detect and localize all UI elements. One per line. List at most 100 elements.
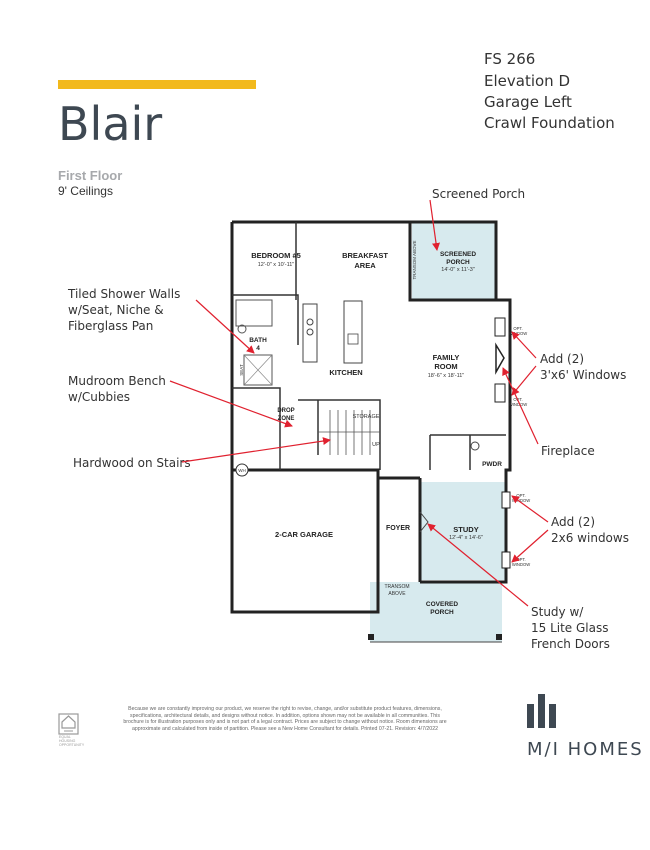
mi-homes-logo-icon xyxy=(527,694,556,728)
callout-line: French Doors xyxy=(531,637,610,651)
callout-study-windows: Add (2) 2x6 windows xyxy=(551,514,629,546)
opt-window-label: WINDOW xyxy=(512,498,530,503)
arrow-shower xyxy=(195,299,255,354)
room-bath-name: 4 xyxy=(256,345,260,352)
opt-window-label: OPT. xyxy=(516,493,525,498)
spec-line: Crawl Foundation xyxy=(484,114,615,132)
room-drop-zone-name: ZONE xyxy=(278,416,295,422)
room-breakfast-name: BREAKFAST xyxy=(342,251,388,260)
kitchen-island xyxy=(343,300,363,364)
disclaimer: Because we are constantly improving our … xyxy=(123,706,447,732)
arrow-screened-porch xyxy=(429,199,440,251)
arrow-mudroom xyxy=(169,380,293,428)
pwdr-toilet-icon xyxy=(470,441,480,451)
arrow-study-window xyxy=(511,495,549,523)
accent-bar xyxy=(58,80,256,89)
arrow-family-window xyxy=(511,365,537,396)
brand-name: M/I HOMES xyxy=(527,739,644,760)
spec-line: Elevation D xyxy=(484,72,570,90)
storage-label: STORAGE xyxy=(353,414,380,420)
spec-line: Garage Left xyxy=(484,93,572,111)
callout-arrows xyxy=(169,199,549,607)
covered-porch-fill xyxy=(370,582,502,642)
interior-walls xyxy=(232,222,506,470)
water-heater-label: WH xyxy=(238,468,246,473)
arrow-study-window xyxy=(511,529,549,563)
french-doors-icon xyxy=(419,511,429,533)
equal-housing-label: EQUAL HOUSING OPPORTUNITY xyxy=(59,735,85,747)
callout-line: 2x6 windows xyxy=(551,531,629,545)
callout-line: w/Cubbies xyxy=(68,390,131,404)
cooktop-burner-icon xyxy=(306,328,314,336)
arrow-study-doors xyxy=(427,523,529,607)
arrow-stairs xyxy=(181,437,331,463)
room-foyer-name: FOYER xyxy=(386,525,410,532)
room-breakfast-name: AREA xyxy=(354,261,376,270)
shower xyxy=(243,354,273,386)
callout-family-windows: Add (2) 3'x6' Windows xyxy=(540,351,626,383)
callout-line: Add (2) xyxy=(551,515,596,529)
callout-screened-porch: Screened Porch xyxy=(432,187,526,201)
opt-window-label: WINDOW xyxy=(509,402,527,407)
room-garage-name: 2-CAR GARAGE xyxy=(275,530,333,539)
arrow-family-window xyxy=(511,331,537,359)
cooktop-burner-icon xyxy=(306,318,314,326)
bath-vanity xyxy=(235,299,273,327)
toilet-icon xyxy=(237,324,247,334)
fireplace-icon xyxy=(495,342,505,375)
callout-line: Mudroom Bench xyxy=(68,374,166,388)
transom-above-label: TRANSOM ABOVE xyxy=(412,240,417,279)
room-screened-porch-name: PORCH xyxy=(446,259,470,266)
room-pwdr-name: PWDR xyxy=(482,461,502,468)
stairs-up-label: UP xyxy=(372,442,380,448)
opt-window-label: OPT. xyxy=(513,326,522,331)
sink-icon xyxy=(347,333,359,345)
opt-window xyxy=(501,551,511,569)
room-family-name: FAMILY xyxy=(433,353,460,362)
callout-fireplace: Fireplace xyxy=(541,444,595,458)
opt-window xyxy=(494,317,506,337)
opt-window-label: OPT. xyxy=(516,557,525,562)
callout-line: Fiberglass Pan xyxy=(68,319,154,333)
kitchen-counter xyxy=(302,303,318,363)
callout-line: Tiled Shower Walls xyxy=(68,287,181,301)
opt-window xyxy=(494,383,506,403)
floor-label: First Floor xyxy=(58,168,123,183)
water-heater-icon xyxy=(235,463,249,477)
opt-window-label: WINDOW xyxy=(509,331,527,336)
stairs xyxy=(318,410,380,455)
callout-line: Add (2) xyxy=(540,352,585,366)
room-family-name: ROOM xyxy=(434,362,457,371)
room-bedroom-name: BEDROOM #5 xyxy=(251,251,301,260)
room-study-name: STUDY xyxy=(453,525,478,534)
spec-line: FS 266 xyxy=(484,50,536,68)
callout-study-doors: Study w/ 15 Lite Glass French Doors xyxy=(531,604,610,652)
room-screened-porch-name: SCREENED xyxy=(440,251,476,258)
room-drop-zone-name: DROP xyxy=(277,408,294,414)
room-family-dims: 18'-6" x 18'-11" xyxy=(428,373,465,379)
room-study-dims: 12'-4" x 14'-6" xyxy=(449,535,483,541)
room-screened-porch-dims: 14'-0" x 11'-3" xyxy=(441,267,474,273)
transom-label: TRANSOM xyxy=(385,584,410,590)
porch-column xyxy=(368,634,374,640)
room-covered-porch-name: COVERED xyxy=(426,601,458,608)
plan-title: Blair xyxy=(58,97,163,151)
room-bedroom-dims: 12'-0" x 10'-11" xyxy=(258,262,295,268)
equal-housing-icon xyxy=(58,713,79,735)
callout-line: 15 Lite Glass xyxy=(531,621,609,635)
callout-shower: Tiled Shower Walls w/Seat, Niche & Fiber… xyxy=(68,286,180,334)
seat-label: SEAT xyxy=(239,364,244,376)
callout-line: w/Seat, Niche & xyxy=(68,303,164,317)
room-covered-porch-name: PORCH xyxy=(430,609,454,616)
opt-window xyxy=(501,491,511,509)
screened-porch-fill xyxy=(412,222,496,300)
porch-column xyxy=(496,634,502,640)
callout-stairs: Hardwood on Stairs xyxy=(73,456,191,470)
ceiling-height: 9' Ceilings xyxy=(58,184,113,198)
callout-line: Study w/ xyxy=(531,605,584,619)
room-bath-name: BATH xyxy=(249,337,267,344)
callout-line: 3'x6' Windows xyxy=(540,368,627,382)
transom-label: ABOVE xyxy=(388,591,406,597)
callout-mudroom: Mudroom Bench w/Cubbies xyxy=(68,373,166,405)
